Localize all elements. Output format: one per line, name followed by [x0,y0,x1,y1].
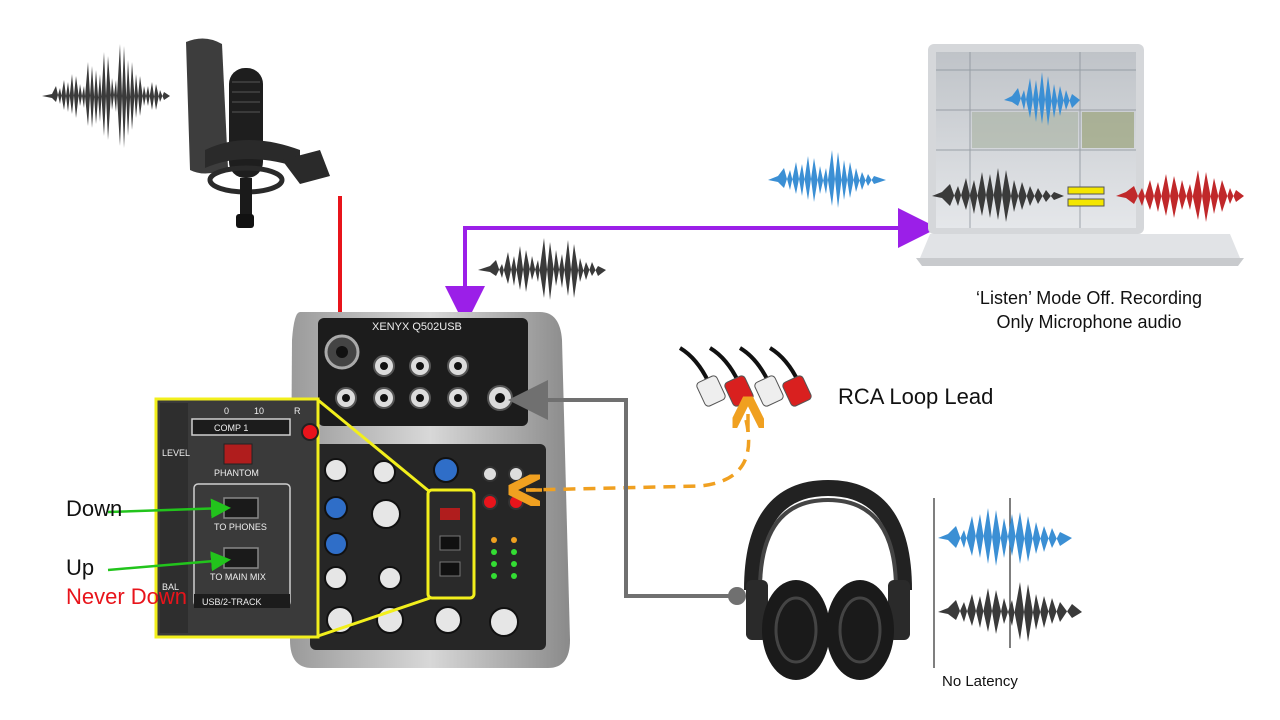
headphones [744,479,912,680]
down-label: Down [66,496,123,521]
mixer-knobs [324,457,519,637]
mixer-brand: XENYX Q502USB [372,321,462,333]
listen-mode-caption: ‘Listen’ Mode Off. Recording Only Microp… [944,286,1234,334]
panel-phantom-label: PHANTOM [214,468,259,478]
recorded-waveform [932,168,1064,222]
to-main-mix-switch[interactable] [223,547,259,569]
headband [744,479,912,591]
computer-playback-waveform [768,150,886,208]
panel-comp-label: COMP 1 [214,423,248,433]
mixer: XENYX Q502USB [290,312,570,668]
up-arrow [107,551,231,572]
latency-comparison [933,498,1082,668]
daw-track-waveform [1004,72,1080,126]
monitor-waveform-gray [938,582,1082,642]
rca-loop-lead [678,346,812,407]
mic-input-waveform [42,44,170,148]
panel-scale-10: 10 [254,406,264,416]
condenser-microphone [186,38,330,228]
rca-loop-path [529,419,751,492]
usb-stream-waveform [478,238,606,300]
panel-level-label: LEVEL [162,448,190,458]
headphone-cable [546,398,736,598]
down-arrow [107,498,231,519]
laptop-keyboard-deck [920,234,1240,258]
no-latency-label: No Latency [942,673,1018,690]
never-down-label: Never Down [66,584,188,609]
right-earcup [826,580,894,680]
left-earcup [762,580,830,680]
comp-label-box [191,418,291,436]
pop-filter [186,38,228,174]
result-waveform [1116,170,1244,222]
shock-mount [205,140,300,168]
panel-to-phones-label: TO PHONES [214,522,267,532]
to-phones-switch[interactable] [223,497,259,519]
zoom-callout: LEVEL BAL 0 10 R COMP 1 PHANTOM TO PHONE… [154,397,431,639]
equals-sign [1067,186,1105,207]
panel-bal-label: BAL [162,582,179,592]
listen-mode-line1: ‘Listen’ Mode Off. Recording [975,288,1203,308]
panel-r-label: R [294,406,301,416]
up-label: Up [66,555,95,580]
panel-to-main-mix-label: TO MAIN MIX [210,572,266,582]
level-meters [491,537,517,579]
laptop-daw [916,44,1244,266]
panel-usb-label: USB/2-TRACK [202,597,262,607]
panel-scale-0: 0 [224,406,229,416]
listen-mode-line2: Only Microphone audio [996,312,1182,332]
monitor-waveform-blue [938,508,1072,566]
phantom-switch[interactable] [223,443,253,465]
mic-capsule [229,68,263,178]
rca-loop-label: RCA Loop Lead [838,384,994,409]
